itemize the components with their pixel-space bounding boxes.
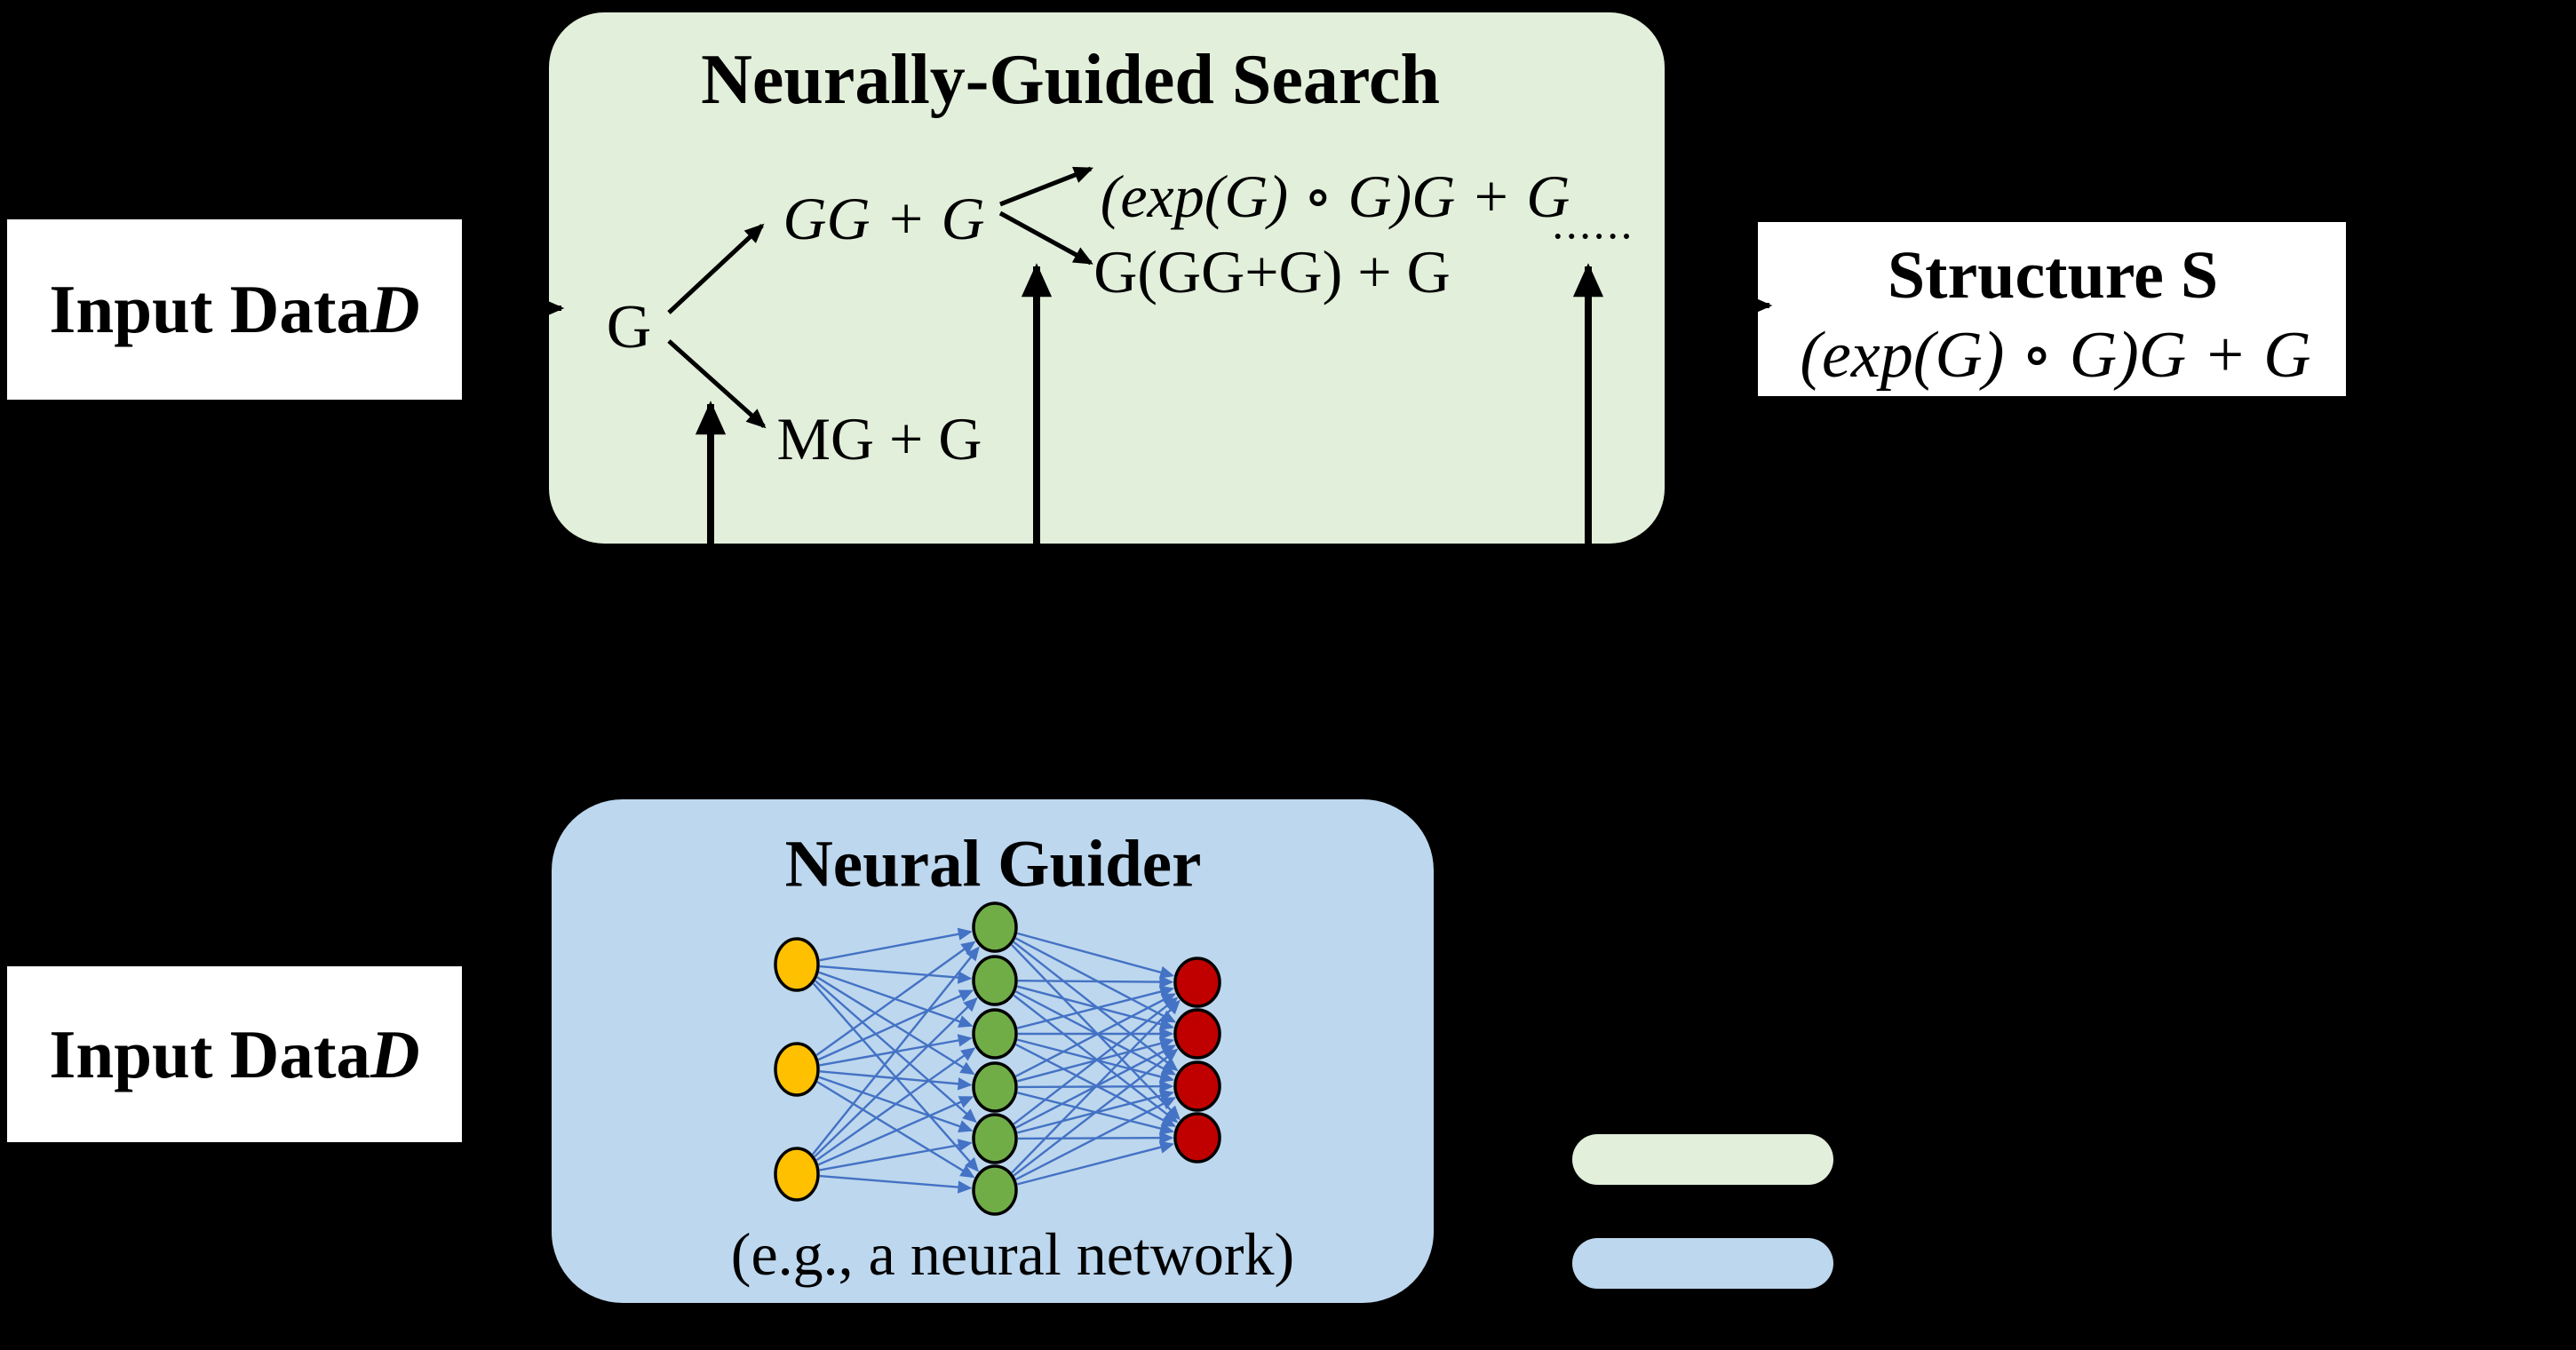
guider-box-caption: (e.g., a neural network) [730, 1220, 1295, 1288]
input-data-box-bottom: Input Data D [7, 966, 462, 1142]
tree-branch1-expression: GG + G [783, 185, 985, 252]
search-box-title: Neurally-Guided Search [701, 41, 1440, 119]
structure-box-formula: (exp(G) ∘ G)G + G [1800, 319, 2311, 392]
tree-root-symbol: G [606, 293, 652, 361]
guider-box-title: Neural Guider [784, 827, 1202, 901]
input-data-box-top: Input Data D [7, 219, 462, 400]
tree-leaf1-expression: (exp(G) ∘ G)G + G [1100, 163, 1570, 230]
input-data-top-label: Input Data [49, 271, 370, 347]
tree-ellipsis-dots: ●●●●●● [1554, 230, 1637, 243]
structure-box-title: Structure S [1887, 238, 2219, 313]
tree-leaf2-expression: G(GG+G) + G [1093, 238, 1451, 306]
input-data-top-var: D [370, 271, 420, 347]
structure-box [1758, 222, 2346, 396]
tree-branch2-expression: MG + G [776, 405, 982, 472]
legend-pill-guider [1572, 1238, 1833, 1289]
legend-pill-search [1572, 1134, 1833, 1185]
input-data-bottom-label: Input Data [49, 1015, 370, 1092]
input-data-bottom-var: D [370, 1015, 420, 1092]
